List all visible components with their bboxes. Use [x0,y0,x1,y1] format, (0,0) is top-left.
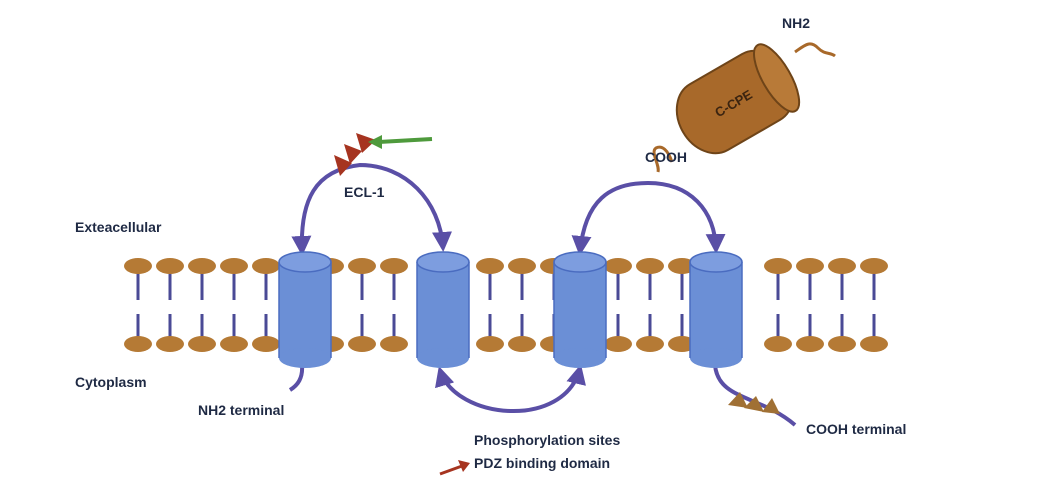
helix-cylinder [278,251,332,368]
lipid-head [828,336,856,352]
lipid-head [604,336,632,352]
extracellular-label: Exteacellular [75,219,162,235]
cooh-tail [713,364,797,427]
triangle-icon [356,133,376,153]
triangle-icon [728,392,748,408]
intracellular-loop [435,364,586,413]
c-cpe-toxin: C-CPE [652,42,836,173]
phosphorylation-label: Phosphorylation sites [474,432,620,448]
transmembrane-helices [278,251,743,368]
lipid-head [124,258,152,274]
lipid-head [796,258,824,274]
arrow-left-icon [368,135,433,149]
triangle-icon [344,144,362,164]
lipid-head [348,336,376,352]
lipid-head [124,336,152,352]
cytoplasm-label: Cytoplasm [75,374,147,390]
lipid-head [636,336,664,352]
nh2-terminal-label: NH2 terminal [198,402,284,418]
pdz-label: PDZ binding domain [474,455,610,471]
arrow-right-icon [439,460,470,476]
helix-cylinder [689,251,743,368]
lipid-head [188,336,216,352]
lipid-head [764,258,792,274]
nh2-tail [288,364,305,392]
lipid-head [380,336,408,352]
extracellular-loop-1 [291,162,452,256]
cooh-terminal-label: COOH terminal [806,421,906,437]
lipid-head [476,336,504,352]
triangle-icon [762,398,780,414]
lipid-head [476,258,504,274]
lipid-head [252,258,280,274]
extracellular-loop-2 [571,180,726,256]
phospho-markers [728,392,780,414]
lipid-head [796,336,824,352]
lipid-head [764,336,792,352]
lipid-head [156,336,184,352]
lipid-head [188,258,216,274]
lipid-head [860,258,888,274]
cpe-nh2-label: NH2 [782,15,810,31]
triangle-icon [744,396,764,412]
lipid-head [604,258,632,274]
lipid-head [220,258,248,274]
cpe-cooh-label: COOH [645,149,687,165]
lipid-head [252,336,280,352]
lipid-head [668,336,696,352]
ecl1-label: ECL-1 [344,184,385,200]
lipid-head [508,258,536,274]
lipid-head [828,258,856,274]
lipid-head [508,336,536,352]
ecl1-markers [334,133,376,176]
lipid-head [636,258,664,274]
lipid-head [156,258,184,274]
helix-cylinder [553,251,607,368]
lipid-head [668,258,696,274]
lipid-head [860,336,888,352]
lipid-bilayer [124,258,888,352]
lipid-head [380,258,408,274]
lipid-head [348,258,376,274]
helix-cylinder [416,251,470,368]
lipid-head [220,336,248,352]
triangle-icon [334,155,352,176]
